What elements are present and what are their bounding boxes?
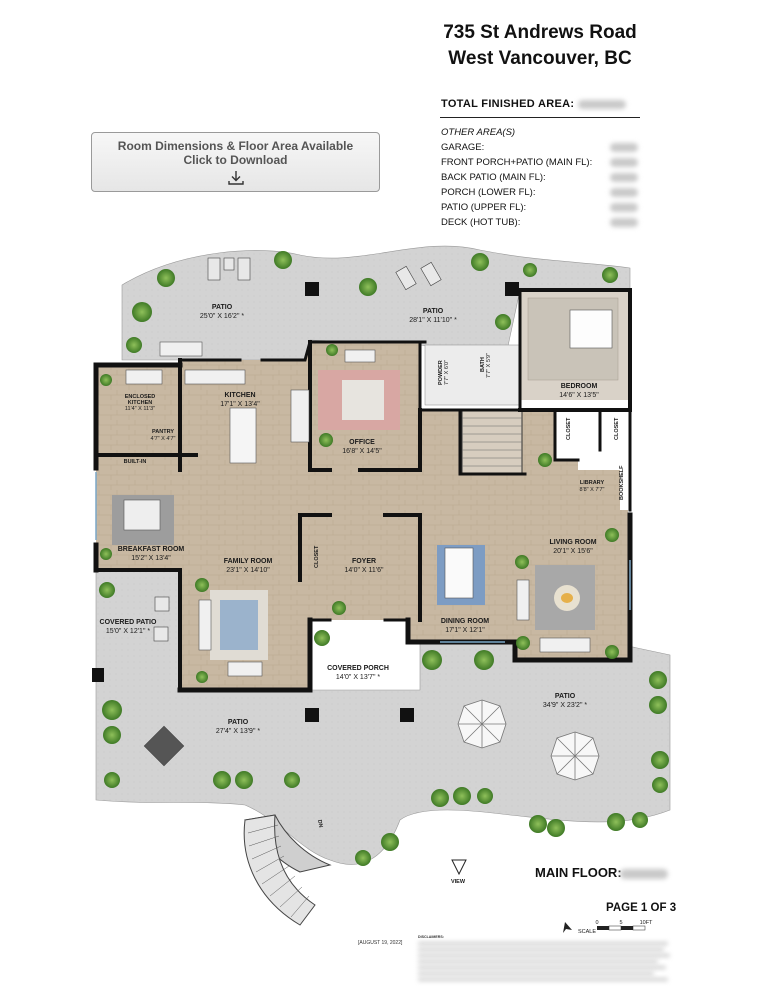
total-finished-area-label: TOTAL FINISHED AREA: xyxy=(441,98,575,110)
area-value-blurred xyxy=(610,158,638,167)
room-dim-enclosed-kitchen: 11'4" X 11'3" xyxy=(125,406,155,412)
room-label-covered-porch: COVERED PORCH xyxy=(327,665,389,672)
total-finished-area-value-blurred xyxy=(578,100,626,109)
room-label-bedroom: BEDROOM xyxy=(561,383,598,390)
room-dim-covered-patio: 15'0" X 12'1" * xyxy=(106,628,151,635)
room-dim-covered-porch: 14'0" X 13'7" * xyxy=(336,674,381,681)
scale-label: SCALE xyxy=(578,929,596,935)
address-line-2: West Vancouver, BC xyxy=(448,48,632,69)
room-dim-patio-sw: 27'4" X 13'9" * xyxy=(216,728,261,735)
room-label-bookshelf: BOOKSHELF xyxy=(619,465,625,500)
scale-tick-5: 5 xyxy=(619,920,622,926)
columns xyxy=(92,282,519,722)
room-label-bath: BATH xyxy=(480,357,486,372)
other-area-row: DECK (HOT TUB): xyxy=(441,217,521,228)
main-floor-label: MAIN FLOOR: xyxy=(535,865,622,880)
room-dim-patio-n: 28'1" X 11'10" * xyxy=(409,317,457,324)
room-label-enclosed-kitchen: ENCLOSED xyxy=(125,394,156,400)
room-label-covered-patio: COVERED PATIO xyxy=(100,619,157,626)
room-label-enclosed-kitchen-2: KITCHEN xyxy=(128,400,152,406)
room-dim-library: 8'8" X 7'7" xyxy=(580,487,605,493)
room-dim-foyer: 14'0" X 11'6" xyxy=(344,567,384,574)
scale-tick-0: 0 xyxy=(595,920,598,926)
stair-dn-label: DN xyxy=(316,819,323,828)
disclaimer-title: DISCLAIMERS: xyxy=(418,935,444,939)
divider xyxy=(440,117,640,118)
address-line-1: 735 St Andrews Road xyxy=(443,22,637,43)
view-label: VIEW xyxy=(451,879,466,885)
other-area-row: PORCH (LOWER FL): xyxy=(441,187,536,198)
room-dim-powder: 7'7" X 6'0" xyxy=(444,360,450,385)
room-dim-family-room: 23'1" X 14'10" xyxy=(226,567,270,574)
room-label-powder: POWDER xyxy=(438,360,444,385)
download-dimensions-button[interactable]: Room Dimensions & Floor Area Available C… xyxy=(91,132,380,192)
room-label-kitchen: KITCHEN xyxy=(224,392,255,399)
patio-furniture xyxy=(143,257,442,767)
room-label-pantry: PANTRY xyxy=(152,429,174,435)
room-dim-bath: 7'7" X 5'9" xyxy=(486,353,492,378)
room-label-built-in: BUILT-IN xyxy=(124,459,147,465)
room-label-closet-3: CLOSET xyxy=(314,545,320,568)
area-value-blurred xyxy=(610,188,638,197)
page-label: PAGE 1 OF 3 xyxy=(606,902,677,914)
room-label-patio-se: PATIO xyxy=(555,693,576,700)
room-label-closet-1: CLOSET xyxy=(566,417,572,440)
other-area-row: GARAGE: xyxy=(441,142,485,153)
scale-tick-10: 10FT xyxy=(640,920,653,926)
room-dim-patio-se: 34'9" X 23'2" * xyxy=(543,702,588,709)
plants xyxy=(99,251,669,866)
furniture xyxy=(123,309,613,677)
room-dim-living-room: 20'1" X 15'6" xyxy=(553,548,593,555)
other-area-row: PATIO (UPPER FL): xyxy=(441,202,527,213)
scale-bar: SCALE 0 5 10FT xyxy=(563,920,653,935)
download-button-line-1: Room Dimensions & Floor Area Available xyxy=(117,139,354,153)
room-label-patio-nw: PATIO xyxy=(212,304,233,311)
room-dim-breakfast-room: 15'2" X 13'4" xyxy=(131,555,171,562)
room-dim-patio-nw: 25'0" X 16'2" * xyxy=(200,313,245,320)
room-label-family-room: FAMILY ROOM xyxy=(224,558,273,565)
other-area-row: FRONT PORCH+PATIO (MAIN FL): xyxy=(441,157,593,168)
room-label-living-room: LIVING ROOM xyxy=(549,539,596,546)
room-label-foyer: FOYER xyxy=(352,558,376,565)
umbrellas xyxy=(457,699,600,781)
room-labels: PATIO 25'0" X 16'2" * PATIO 28'1" X 11'1… xyxy=(100,304,625,885)
download-icon xyxy=(227,171,244,185)
room-dim-bedroom: 14'6" X 13'5" xyxy=(559,392,599,399)
room-label-office: OFFICE xyxy=(349,439,375,446)
view-arrow-icon xyxy=(451,859,467,876)
walls xyxy=(93,288,633,693)
area-value-blurred xyxy=(610,173,638,182)
room-label-breakfast-room: BREAKFAST ROOM xyxy=(118,546,185,553)
other-areas-title: OTHER AREA(S) xyxy=(441,127,516,138)
main-floor-value-blurred xyxy=(620,869,668,879)
room-dim-office: 16'8" X 14'5" xyxy=(342,448,382,455)
room-label-closet-2: CLOSET xyxy=(614,417,620,440)
powder-bath-floor xyxy=(424,344,521,406)
area-value-blurred xyxy=(610,218,638,227)
disclaimer: DISCLAIMERS: xyxy=(418,935,673,981)
room-label-dining-room: DINING ROOM xyxy=(441,618,489,625)
room-dim-kitchen: 17'1" X 13'4" xyxy=(220,401,260,408)
area-value-blurred xyxy=(610,143,638,152)
room-label-patio-sw: PATIO xyxy=(228,719,249,726)
area-value-blurred xyxy=(610,203,638,212)
download-button-line-2: Click to Download xyxy=(183,153,288,167)
room-label-patio-n: PATIO xyxy=(423,308,444,315)
room-dim-dining-room: 17'1" X 12'1" xyxy=(445,627,485,634)
north-arrow-icon xyxy=(563,922,572,933)
date-label: [AUGUST 19, 2022] xyxy=(358,940,403,946)
room-label-library: LIBRARY xyxy=(580,480,605,486)
other-area-row: BACK PATIO (MAIN FL): xyxy=(441,172,546,183)
room-dim-pantry: 4'7" X 4'7" xyxy=(151,436,176,442)
